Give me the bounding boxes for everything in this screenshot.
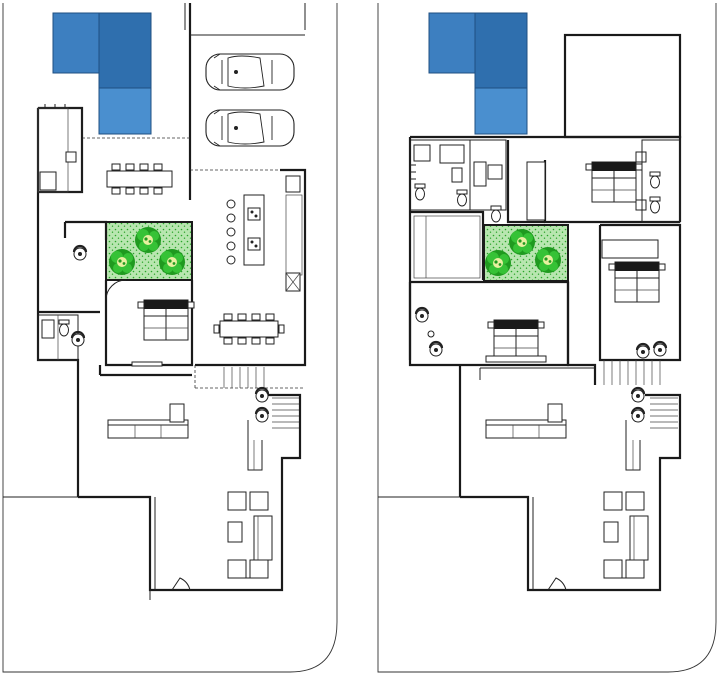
carport <box>188 3 305 171</box>
kitchen-island <box>226 194 265 266</box>
armchair <box>635 342 651 360</box>
site-boundary <box>377 3 717 673</box>
bed <box>585 161 643 203</box>
lounge-seating <box>227 491 273 579</box>
roof-void <box>563 33 682 139</box>
lounge-seating <box>603 491 649 579</box>
armchair <box>72 244 88 262</box>
pool <box>428 12 528 135</box>
staircase <box>603 360 682 480</box>
courtyard-garden <box>105 221 193 281</box>
bedroom <box>98 279 195 377</box>
site-boundary <box>2 3 338 673</box>
kitchen <box>37 104 83 193</box>
sofa <box>107 403 189 439</box>
dining-table <box>213 313 285 345</box>
pool <box>52 12 152 135</box>
sofa <box>485 403 567 439</box>
bed <box>608 261 666 303</box>
upper-floor-plan <box>377 3 717 673</box>
bedroom <box>598 223 682 362</box>
master-bedroom <box>506 140 680 224</box>
bedroom <box>408 280 570 367</box>
toilet <box>456 189 468 207</box>
ground-floor-plan <box>2 3 338 673</box>
bathroom <box>37 314 86 361</box>
courtyard-garden <box>483 224 569 282</box>
bed <box>137 299 195 341</box>
toilet <box>58 319 70 337</box>
staircase <box>194 365 305 480</box>
car <box>205 109 295 147</box>
bed <box>487 319 545 361</box>
dining-table <box>106 163 173 195</box>
car <box>205 53 295 91</box>
bathroom <box>409 139 471 211</box>
